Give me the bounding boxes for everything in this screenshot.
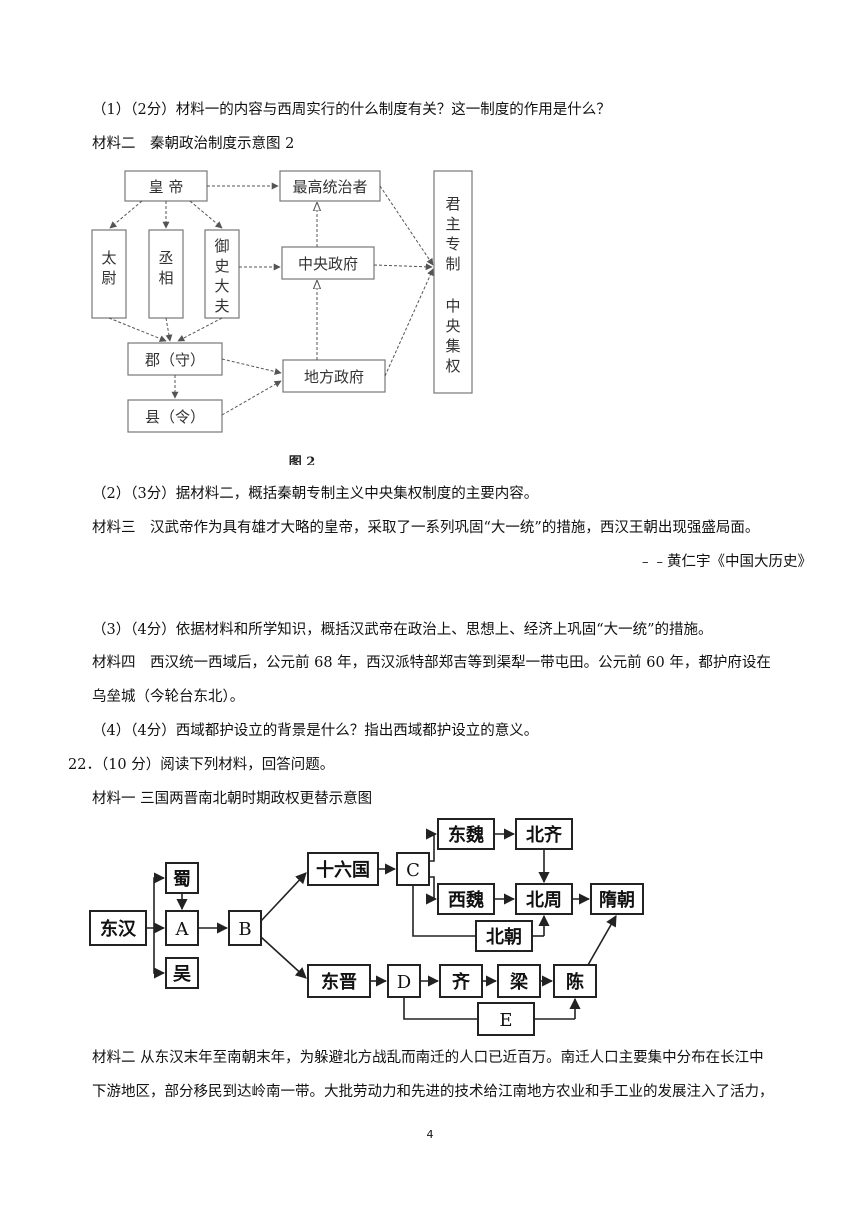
liang-label: 梁	[509, 971, 529, 993]
yushi-char-1: 御	[214, 237, 229, 255]
shiliuguo-label: 十六国	[316, 859, 370, 881]
qin-system-diagram: 皇 帝 最高统治者 太 尉 丞 相 御 史 大 夫 中央政府 郡（守） 地方政府…	[91, 170, 473, 465]
yushi-char-3: 大	[214, 277, 229, 295]
local-government-label: 地方政府	[304, 368, 364, 386]
wu-box	[165, 957, 199, 989]
emperor-label: 皇 帝	[149, 178, 184, 196]
a-label: A	[175, 919, 190, 940]
jun-label: 郡（守）	[145, 351, 205, 369]
dongwei-label: 东魏	[448, 824, 484, 846]
question-3: （3）（4分）依据材料和所学知识，概括汉武帝在政治上、思想上、经济上巩固“大一统…	[92, 622, 713, 638]
side-bracket-box	[433, 170, 473, 394]
side-char-8: 权	[445, 357, 460, 375]
dongjin-label: 东晋	[321, 971, 357, 993]
material-2b-line-1: 材料二 从东汉末年至南朝末年，为躲避北方战乱而南迁的人口已近百万。南迁人口主要集…	[92, 1050, 764, 1066]
donghan-label: 东汉	[100, 918, 137, 940]
beiqi-label: 北齐	[526, 824, 563, 846]
suichao-label: 隋朝	[599, 889, 635, 911]
b-label: B	[238, 919, 251, 940]
chen-box	[553, 964, 597, 998]
material-4-line-1: 材料四 西汉统一西域后，公元前 68 年，西汉派特部郑吉等到渠犁一带屯田。公元前…	[92, 655, 771, 671]
material-2b-line-2: 下游地区，部分移民到达岭南一带。大批劳动力和先进的技术给江南地方农业和手工业的发…	[92, 1084, 774, 1100]
side-char-5: 中	[445, 297, 460, 315]
shu-label: 蜀	[173, 869, 191, 890]
figure-2-caption: 图 2	[289, 455, 316, 465]
suichao-box	[590, 883, 644, 915]
material-2-title: 材料二 秦朝政治制度示意图 2	[92, 136, 295, 152]
xian-label: 县（令）	[145, 408, 205, 426]
d-label: D	[397, 972, 411, 993]
material-4-line-2: 乌垒城（今轮台东北）。	[92, 689, 245, 705]
chengxiang-char-1: 丞	[158, 249, 173, 267]
yushi-char-2: 史	[214, 257, 229, 275]
supreme-ruler-label: 最高统治者	[292, 178, 367, 196]
question-2: （2）（3分）据材料二，概括秦朝专制主义中央集权制度的主要内容。	[92, 486, 539, 502]
side-char-2: 主	[445, 215, 460, 233]
material-3: 材料三 汉武帝作为具有雄才大略的皇帝，采取了一系列巩固“大一统”的措施，西汉王朝…	[92, 520, 760, 536]
xiwei-label: 西魏	[448, 889, 484, 911]
e-label: E	[499, 1010, 512, 1031]
xian-box	[127, 399, 223, 433]
yushi-char-4: 夫	[214, 297, 229, 315]
taiwei-char-2: 尉	[101, 269, 116, 287]
material-1-title: 材料一 三国两晋南北朝时期政权更替示意图	[92, 791, 373, 807]
page-number: 4	[426, 1128, 434, 1141]
side-char-7: 集	[445, 337, 460, 355]
central-government-box	[281, 246, 375, 280]
beizhou-label: 北周	[526, 890, 562, 911]
side-char-1: 君	[445, 195, 460, 213]
central-government-label: 中央政府	[298, 255, 358, 273]
question-1: （1）（2分）材料一的内容与西周实行的什么制度有关？这一制度的作用是什么？	[92, 102, 611, 118]
question-22: 22．（10 分）阅读下列材料，回答问题。	[68, 757, 335, 773]
chen-label: 陈	[566, 971, 584, 993]
beichao-label: 北朝	[486, 926, 522, 948]
side-char-6: 央	[445, 317, 460, 335]
side-char-3: 专	[445, 235, 460, 253]
chengxiang-char-2: 相	[158, 269, 173, 287]
qi-label: 齐	[452, 971, 471, 993]
c-label: C	[406, 860, 420, 881]
question-4: （4）（4分）西域都护设立的背景是什么？指出西域都护设立的意义。	[92, 723, 539, 739]
taiwei-char-1: 太	[101, 249, 116, 267]
regime-succession-diagram: 东汉 蜀 A 吴 B 十六国 C 东魏 北齐 西魏 北周 隋朝 北朝 东晋 D …	[89, 818, 644, 1036]
b-box	[228, 910, 262, 946]
material-3-source: ﹣﹣黄仁宇《中国大历史》	[638, 554, 812, 570]
side-char-4: 制	[445, 255, 460, 273]
wu-label: 吴	[173, 964, 191, 985]
